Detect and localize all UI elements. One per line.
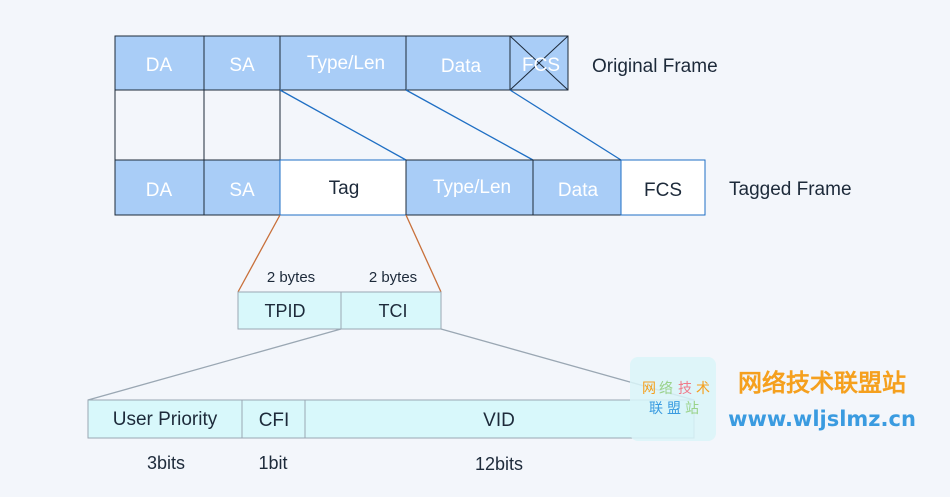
tci-size-label: 2 bytes [369, 269, 417, 286]
tpid-size-label: 2 bytes [267, 269, 315, 286]
original-da-cell [114, 35, 205, 91]
tagged-typelen-cell [405, 159, 534, 216]
connector-data-right [509, 89, 622, 161]
original-sa-label: SA [229, 55, 255, 76]
watermark: 网 络 技 术 联 盟 站 网络技术联盟站 www.wljslmz.cn [630, 357, 916, 441]
tagged-da-cell [114, 159, 205, 216]
tagged-fcs-cell [620, 159, 706, 216]
connector-typelen-left [279, 89, 407, 161]
watermark-logo-char-3: 技 [678, 380, 692, 396]
cfi-cell [241, 399, 306, 439]
tagged-fcs-label: FCS [644, 180, 682, 201]
watermark-logo-char-4: 术 [696, 380, 710, 396]
tagged-frame-label: Tagged Frame [729, 179, 852, 200]
fcs-cross-line-2 [509, 35, 569, 91]
cfi-bits: 1bit [258, 453, 287, 473]
tagged-sa-label: SA [229, 180, 255, 201]
original-typelen-cell [279, 35, 407, 91]
tag-connector-right [405, 214, 442, 293]
original-data-label: Data [441, 56, 482, 77]
watermark-url: www.wljslmz.cn [728, 407, 916, 431]
tagged-sa-cell [203, 159, 281, 216]
watermark-logo-char-2: 络 [659, 380, 673, 396]
original-sa-cell [203, 35, 281, 91]
original-typelen-label: Type/Len [307, 53, 385, 74]
tagged-tag-label: Tag [329, 178, 360, 199]
user-priority-label: User Priority [113, 409, 218, 430]
cfi-label: CFI [259, 410, 290, 431]
tag-connector-left [237, 214, 281, 293]
original-data-cell [405, 35, 511, 91]
watermark-title: 网络技术联盟站 [738, 369, 906, 397]
tci-connector-left [87, 328, 342, 401]
watermark-logo-char-6: 盟 [667, 400, 681, 416]
user-priority-bits: 3bits [147, 453, 185, 473]
watermark-logo-box [630, 357, 716, 441]
tagged-data-label: Data [558, 180, 599, 201]
watermark-logo-char-1: 网 [642, 380, 656, 396]
original-frame-label: Original Frame [592, 56, 718, 77]
tagged-frame: DA SA Tag Type/Len Data FCS Tagged Frame [114, 159, 852, 216]
tpid-label: TPID [264, 301, 305, 321]
original-fcs-label: FCS [522, 55, 560, 76]
tagged-typelen-label: Type/Len [433, 177, 511, 198]
original-frame: DA SA Type/Len Data FCS Original Frame [114, 35, 718, 91]
vid-label: VID [483, 410, 515, 431]
vid-cell [304, 399, 695, 439]
tci-cell [340, 291, 442, 330]
user-priority-cell [87, 399, 243, 439]
tagged-da-label: DA [146, 180, 173, 201]
watermark-logo-char-7: 站 [685, 400, 699, 416]
tag-expansion: 2 bytes 2 bytes TPID TCI [237, 214, 442, 330]
frame-connectors [114, 89, 622, 161]
original-da-label: DA [146, 55, 173, 76]
tpid-cell [237, 291, 342, 330]
vid-bits: 12bits [475, 454, 523, 474]
tci-label: TCI [379, 301, 408, 321]
tci-expansion: User Priority CFI VID 3bits 1bit 12bits [87, 328, 695, 474]
connector-data-left [405, 89, 534, 161]
watermark-logo-char-5: 联 [649, 400, 663, 416]
